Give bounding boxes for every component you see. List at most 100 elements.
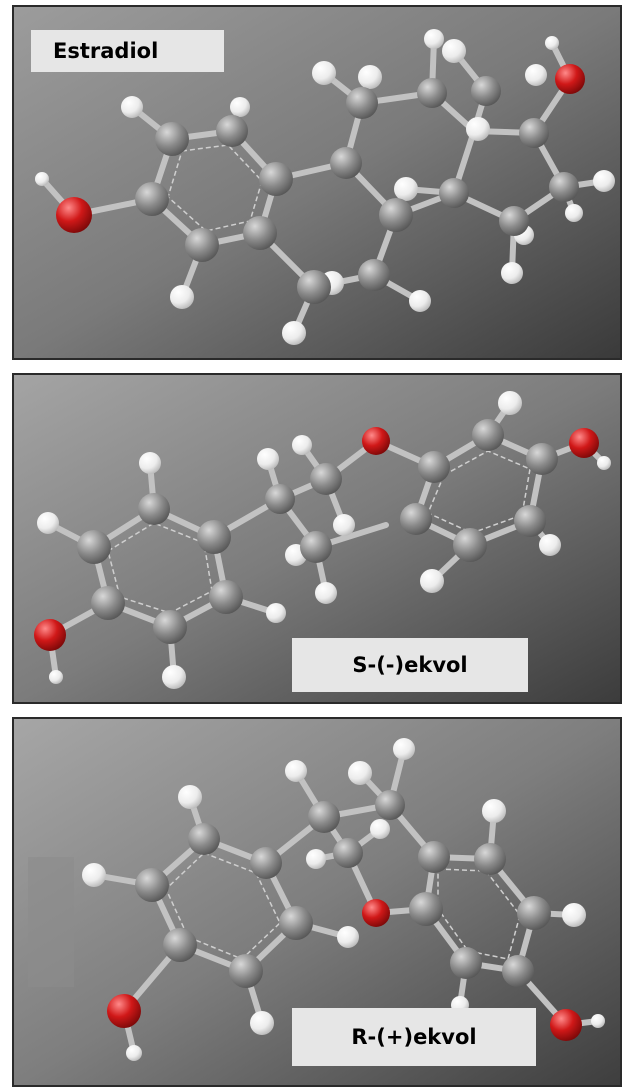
carbon-atom — [135, 868, 169, 902]
carbon-atom — [379, 198, 413, 232]
oxygen-atom — [555, 64, 585, 94]
carbon-atom — [163, 928, 197, 962]
hydrogen-atom — [501, 262, 523, 284]
carbon-atom — [346, 87, 378, 119]
hydrogen-atom — [545, 36, 559, 50]
carbon-atom — [197, 520, 231, 554]
carbon-atom — [375, 790, 405, 820]
panel-estradiol: Estradiol — [12, 5, 622, 360]
molecule-label-estradiol: Estradiol — [31, 30, 224, 72]
hydrogen-atom — [49, 670, 63, 684]
oxygen-atom — [569, 428, 599, 458]
carbon-atom — [229, 954, 263, 988]
carbon-atom — [297, 270, 331, 304]
carbon-atom — [138, 493, 170, 525]
hydrogen-atom — [170, 285, 194, 309]
carbon-atom — [153, 610, 187, 644]
hydrogen-atom — [394, 177, 418, 201]
carbon-atom — [185, 228, 219, 262]
hydrogen-atom — [525, 64, 547, 86]
hydrogen-atom — [35, 172, 49, 186]
hydrogen-atom — [442, 39, 466, 63]
molecule-label-s-ekvol: S-(-)ekvol — [292, 638, 528, 692]
carbon-atom — [514, 505, 546, 537]
hydrogen-atom — [257, 448, 279, 470]
hydrogen-atom — [424, 29, 444, 49]
carbon-atom — [409, 892, 443, 926]
hydrogen-atom — [420, 569, 444, 593]
carbon-atom — [330, 147, 362, 179]
carbon-atom — [519, 118, 549, 148]
carbon-atom — [188, 823, 220, 855]
hydrogen-atom — [593, 170, 615, 192]
carbon-atom — [417, 78, 447, 108]
carbon-atom — [279, 906, 313, 940]
hydrogen-atom — [333, 514, 355, 536]
carbon-atom — [216, 115, 248, 147]
carbon-atom — [243, 216, 277, 250]
hydrogen-atom — [121, 96, 143, 118]
hydrogen-atom — [539, 534, 561, 556]
carbon-atom — [418, 451, 450, 483]
hydrogen-atom — [466, 117, 490, 141]
estradiol-molecule — [14, 7, 620, 358]
atoms — [34, 391, 611, 689]
carbon-atom — [418, 841, 450, 873]
carbon-atom — [250, 847, 282, 879]
carbon-atom — [135, 182, 169, 216]
hydrogen-atom — [178, 785, 202, 809]
hydrogen-atom — [358, 65, 382, 89]
hydrogen-atom — [591, 1014, 605, 1028]
carbon-atom — [77, 530, 111, 564]
carbon-atom — [472, 419, 504, 451]
hydrogen-atom — [337, 926, 359, 948]
carbon-atom — [259, 162, 293, 196]
hydrogen-atom — [348, 761, 372, 785]
carbon-atom — [549, 172, 579, 202]
hydrogen-atom — [292, 435, 312, 455]
hydrogen-atom — [312, 61, 336, 85]
carbon-atom — [265, 484, 295, 514]
hydrogen-atom — [266, 603, 286, 623]
carbon-atom — [471, 76, 501, 106]
oxygen-atom — [362, 427, 390, 455]
carbon-atom — [333, 838, 363, 868]
carbon-atom — [526, 443, 558, 475]
hydrogen-atom — [370, 819, 390, 839]
hydrogen-atom — [565, 204, 583, 222]
carbon-atom — [400, 503, 432, 535]
carbon-atom — [310, 463, 342, 495]
molecule-label-r-ekvol: R-(+)ekvol — [292, 1008, 536, 1066]
hydrogen-atom — [597, 456, 611, 470]
oxygen-atom — [56, 197, 92, 233]
hydrogen-atom — [498, 391, 522, 415]
oxygen-atom — [550, 1009, 582, 1041]
hydrogen-atom — [230, 97, 250, 117]
hydrogen-atom — [409, 290, 431, 312]
carbon-atom — [450, 947, 482, 979]
hydrogen-atom — [282, 321, 306, 345]
atoms — [35, 29, 615, 345]
hydrogen-atom — [306, 849, 326, 869]
carbon-atom — [474, 843, 506, 875]
carbon-atom — [358, 259, 390, 291]
carbon-atom — [308, 801, 340, 833]
hydrogen-atom — [562, 903, 586, 927]
carbon-atom — [209, 580, 243, 614]
oxygen-atom — [362, 899, 390, 927]
carbon-atom — [499, 206, 529, 236]
hydrogen-atom — [126, 1045, 142, 1061]
hydrogen-atom — [37, 512, 59, 534]
hydrogen-atom — [250, 1011, 274, 1035]
oxygen-atom — [34, 619, 66, 651]
hydrogen-atom — [482, 799, 506, 823]
hydrogen-atom — [285, 760, 307, 782]
carbon-atom — [517, 896, 551, 930]
background-patch — [28, 857, 74, 987]
carbon-atom — [155, 122, 189, 156]
carbon-atom — [300, 531, 332, 563]
carbon-atom — [91, 586, 125, 620]
hydrogen-atom — [162, 665, 186, 689]
hydrogen-atom — [393, 738, 415, 760]
carbon-atom — [453, 528, 487, 562]
